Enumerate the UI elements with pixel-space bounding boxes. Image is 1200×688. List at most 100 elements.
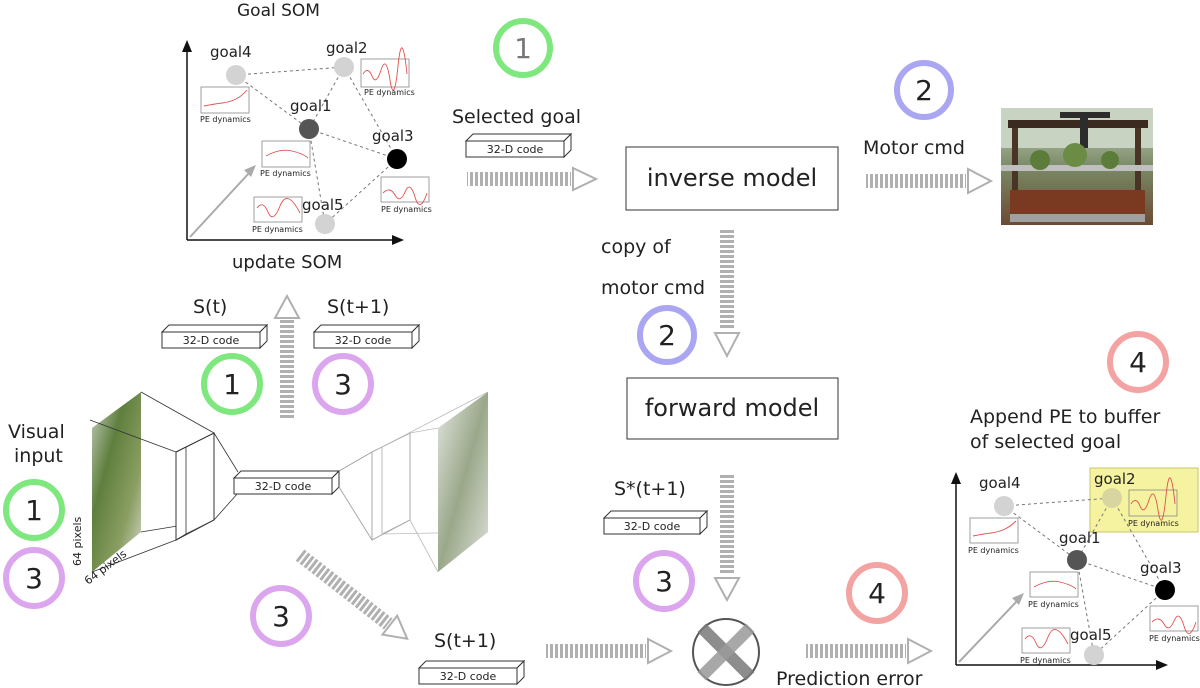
goal3-node [387,149,407,169]
svg-text:inverse model: inverse model [647,164,817,192]
som-y-arrow [182,40,192,52]
goal5-label: goal5 [302,196,344,214]
update-som-label: update SOM [232,252,342,273]
arrow-encoder-to-som [273,293,301,420]
step-circle-3-s-t1: 3 [312,353,374,415]
goal5-label-b: goal5 [1070,626,1112,644]
goal2-label: goal2 [326,39,368,57]
pe-box-goal2: PE dynamics [360,47,415,97]
goal5-node [315,214,335,234]
code-box-s-star: 32-D code [602,509,709,536]
som-x-arrow [392,235,404,245]
pe-box-goal5-b: PE dynamics [1020,627,1071,665]
motor-cmd-copy-label: motor cmd [601,277,705,299]
pe-box-goal1: PE dynamics [260,140,311,178]
motor-cmd-label: Motor cmd [863,137,965,159]
svg-text:2: 2 [915,74,933,107]
pe-box-goal1-b: PE dynamics [1028,571,1079,609]
code-box-selected-goal: 32-D code [464,132,573,159]
svg-text:PE dynamics: PE dynamics [1149,634,1200,643]
goal3-label-b: goal3 [1140,559,1182,577]
svg-text:PE dynamics: PE dynamics [381,205,432,214]
robot-photo [1001,108,1153,225]
svg-text:PE dynamics: PE dynamics [968,546,1019,555]
pe-box-goal3-b: PE dynamics [1149,605,1200,643]
visual-input-label-1: Visual [8,421,65,443]
step-circle-2-top: 2 [894,60,954,120]
append-pe-label-1: Append PE to buffer [970,406,1160,428]
svg-text:4: 4 [868,577,886,610]
step-circle-4-append: 4 [1107,331,1169,393]
svg-text:PE dynamics: PE dynamics [364,88,415,97]
svg-text:PE dynamics: PE dynamics [1028,600,1079,609]
autoencoder: 32-D code 64 pixels 64 pixels [71,391,489,587]
step-circle-1-s-t: 1 [201,353,263,415]
step-circle-1-visual: 1 [3,479,65,541]
reconstructed-image [438,392,488,572]
goal-som-title: Goal SOM [237,1,320,21]
arrow-compare-to-buffer [806,637,934,665]
svg-text:1: 1 [223,368,241,401]
step-circle-3-visual: 3 [3,547,65,609]
som-diagonal-arrow [244,165,256,177]
goal1-label-b: goal1 [1059,529,1101,547]
pe-box-goal2-b: PE dynamics [1128,477,1179,528]
append-pe-label-2: of selected goal [970,431,1121,453]
visual-input-label-2: input [14,445,63,467]
input-image [92,392,141,572]
step-circle-3-bottom: 3 [250,585,312,647]
pe-box-goal4-b: PE dynamics [968,517,1019,555]
selected-goal-label: Selected goal [452,106,581,128]
inverse-model-box: inverse model [625,146,839,211]
copy-of-label: copy of [601,236,672,258]
step-circle-3-sstar: 3 [633,550,695,612]
som-diagonal [189,171,251,238]
pe-box-goal3: PE dynamics [380,176,432,214]
arrow-forward-to-compare [713,475,741,603]
svg-text:2: 2 [658,319,676,352]
goal4-label: goal4 [210,43,252,61]
code-box-s-t1-top: 32-D code [312,323,421,350]
step-circle-4-error: 4 [846,562,908,624]
svg-text:PE dynamics: PE dynamics [252,225,303,234]
svg-text:32-D code: 32-D code [624,520,681,533]
goal2-label-b: goal2 [1094,470,1136,488]
goal-som-bottom: goal4 goal2 goal1 goal3 goal5 PE dynamic… [951,467,1200,670]
goal3-label: goal3 [372,127,414,145]
svg-text:3: 3 [272,600,290,633]
svg-text:PE dynamics: PE dynamics [200,115,251,124]
goal4-label-b: goal4 [979,474,1021,492]
svg-text:32-D code: 32-D code [440,670,497,683]
forward-model-box: forward model [626,377,839,440]
arrow-encoder-to-s-t1 [295,549,409,641]
pe-box-goal5: PE dynamics [252,196,303,234]
code-box-s-t: 32-D code [160,323,269,350]
goal4-node [226,65,246,85]
pe-box-goal4: PE dynamics [200,86,251,124]
s-t-label: S(t) [193,296,227,318]
svg-text:1: 1 [514,32,532,65]
svg-text:PE dynamics: PE dynamics [1128,519,1179,528]
step-circle-2-mid: 2 [637,305,697,365]
svg-text:PE dynamics: PE dynamics [260,169,311,178]
arrow-s-t1-to-compare [546,637,674,665]
s-t1-bottom-label: S(t+1) [434,630,496,652]
svg-text:3: 3 [25,562,43,595]
arrow-goal-to-inverse [467,166,599,192]
svg-text:32-D code: 32-D code [183,334,240,347]
goal1-node [299,119,319,139]
step-circle-1-top: 1 [493,18,553,78]
svg-text:1: 1 [25,494,43,527]
s-star-label: S*(t+1) [614,478,686,500]
svg-text:3: 3 [334,368,352,401]
pixels-label-vertical: 64 pixels [71,516,84,566]
comparator-icon [692,618,760,686]
svg-text:32-D code: 32-D code [487,143,544,156]
code-box-s-t1-bottom: 32-D code [417,659,526,686]
goal1-label: goal1 [290,97,332,115]
arrow-inverse-to-forward [713,230,741,359]
svg-text:forward model: forward model [645,394,819,422]
goal2-node [334,57,354,77]
svg-text:32-D code: 32-D code [335,334,392,347]
